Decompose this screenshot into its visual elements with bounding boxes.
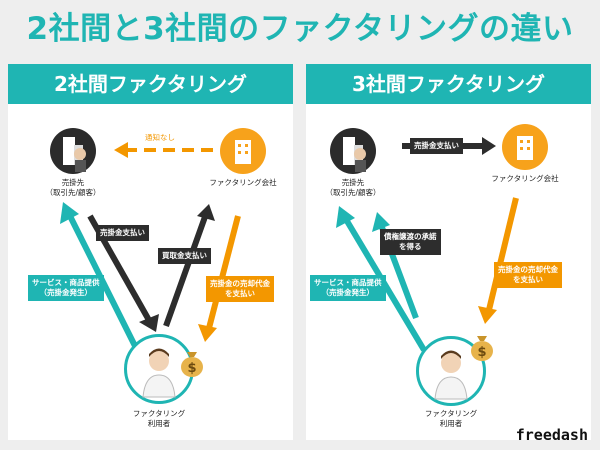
purchase-payment-label: 買取金支払い bbox=[158, 248, 211, 265]
consent-arrowhead bbox=[372, 212, 390, 232]
two-party-panel: 2社間ファクタリング 売掛先 （取引先/顧客） bbox=[8, 64, 293, 440]
notice-arrowhead bbox=[114, 142, 128, 158]
factoring-company-label: ファクタリング会社 bbox=[209, 178, 277, 187]
factoring-company-label: ファクタリング会社 bbox=[491, 174, 559, 183]
proceeds-label: 売掛金の売却代金 を支払い bbox=[206, 276, 274, 303]
buyer-sublabel: （取引先/顧客） bbox=[45, 188, 101, 198]
user-label: ファクタリング bbox=[132, 409, 186, 418]
consent-label: 債権譲渡の承諾 を得る bbox=[380, 229, 441, 256]
buyer-sublabel: （取引先/顧客） bbox=[325, 188, 381, 198]
proceeds-arrowhead bbox=[478, 306, 497, 324]
receivable-payment-arrowhead bbox=[139, 314, 159, 332]
factoring-company-icon bbox=[502, 124, 548, 170]
purchase-payment-arrowhead bbox=[197, 204, 215, 221]
buyer-label: 売掛先 bbox=[61, 178, 85, 187]
user-sublabel: 利用者 bbox=[439, 419, 463, 429]
svg-text:$: $ bbox=[187, 361, 196, 376]
purchase-payment-arrow bbox=[163, 212, 209, 328]
three-party-header: 3社間ファクタリング bbox=[306, 64, 591, 104]
factoring-company-icon bbox=[220, 128, 266, 174]
service-arrowhead bbox=[336, 206, 355, 228]
buyer-avatar-icon bbox=[330, 128, 376, 174]
buyer-label: 売掛先 bbox=[341, 178, 365, 187]
brand-logo: freedash bbox=[515, 426, 588, 444]
user-sublabel: 利用者 bbox=[147, 419, 171, 429]
page-title: 2社間と3社間のファクタリングの違い bbox=[26, 11, 574, 47]
svg-text:$: $ bbox=[477, 345, 486, 360]
receivable-payment-arrowhead bbox=[482, 137, 496, 155]
proceeds-label: 売掛金の売却代金 を支払い bbox=[494, 262, 562, 289]
proceeds-arrow bbox=[205, 215, 241, 333]
buyer-avatar-icon bbox=[50, 128, 96, 174]
two-party-header: 2社間ファクタリング bbox=[8, 64, 293, 104]
service-label: サービス・商品提供 （売掛金発生） bbox=[28, 275, 104, 302]
proceeds-arrowhead bbox=[198, 324, 217, 342]
receivable-payment-label: 売掛金支払い bbox=[410, 138, 463, 155]
proceeds-arrow bbox=[485, 197, 519, 315]
notice-label: 通知なし bbox=[145, 133, 175, 142]
service-arrowhead bbox=[60, 202, 79, 224]
receivable-payment-label: 売掛金支払い bbox=[96, 225, 149, 242]
three-party-panel: 3社間ファクタリング 売掛先 （取引先/顧客） ファクタリング会社 bbox=[306, 64, 591, 440]
service-label: サービス・商品提供 （売掛金発生） bbox=[310, 275, 386, 302]
user-label: ファクタリング bbox=[424, 409, 478, 418]
